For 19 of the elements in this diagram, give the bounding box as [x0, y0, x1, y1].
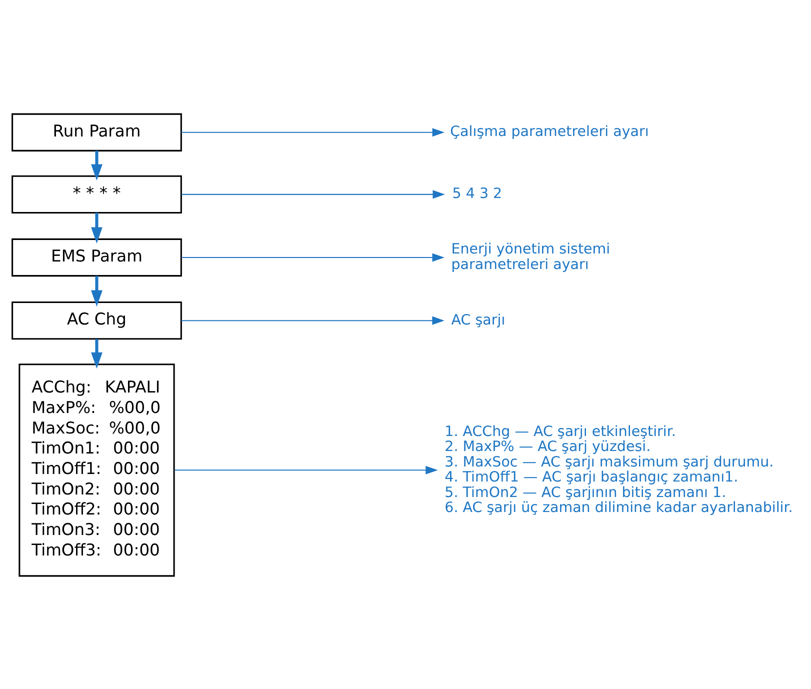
arrow	[181, 128, 445, 136]
node-box: EMS Param	[12, 238, 182, 276]
arrow	[181, 252, 444, 262]
node-text: 5 4 3 2	[452, 186, 502, 202]
node-text: Enerji yönetim sistemi parametreleri ayarı	[451, 241, 610, 272]
node-box: * * * *	[12, 174, 182, 214]
node-text: Çalışma parametreleri ayarı	[450, 124, 649, 140]
node-text: AC şarjı	[451, 312, 506, 328]
arrow	[181, 190, 445, 198]
node-box: Run Param	[12, 112, 182, 151]
arrow	[91, 338, 102, 368]
arrow	[91, 275, 102, 306]
node-box: ACChg: KAPALI MaxP%: %00,0 MaxSoc: %00,0 TimOn1: 00:00 TimOff1: 00:00 TimOn2: 00:00 TimOff2: 00:00 TimOn3: 00:00 TimOff3: 00:00	[18, 363, 175, 576]
arrow	[181, 316, 444, 324]
node-text: 1. ACChg — AC şarjı etkinleştirir. 2. MaxP% — AC şarj yüzdesi. 3. MaxSoc — AC şarjı maksimum şarj durumu. 4. TimOff1 — AC şarjı başlangıç zamanı1. 5. TimOn2 — AC şarjının bitiş zamanı 1. 6. AC şarjı üç zaman dilimine kadar ayarlanabilir.	[444, 423, 793, 516]
arrow	[91, 212, 102, 244]
arrow	[91, 150, 102, 180]
arrow	[174, 465, 438, 474]
node-box: AC Chg	[12, 301, 182, 340]
